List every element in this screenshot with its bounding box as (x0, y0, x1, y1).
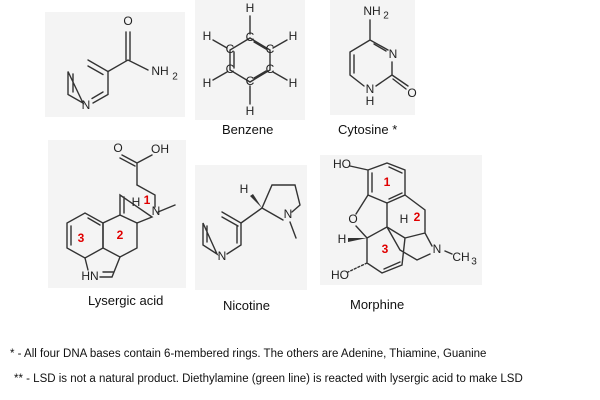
atom-nitrogen: N (433, 242, 442, 256)
benzene-label: Benzene (222, 122, 274, 137)
atom-carbon: C (226, 42, 235, 56)
atom-methyl: CH (452, 250, 469, 264)
nicotine-structure: H N N (202, 182, 301, 263)
atom-hydrogen: H (246, 104, 255, 118)
atom-hydroxyl: OH (151, 142, 169, 156)
atom-nitrogen: N (389, 47, 398, 61)
atom-carbon: C (266, 62, 275, 76)
nicotinamide-panel (45, 12, 185, 117)
atom-oxygen: O (407, 86, 416, 100)
atom-hydrogen: H (338, 232, 347, 246)
morphine-label: Morphine (350, 297, 405, 312)
atom-carbon: C (226, 62, 235, 76)
ring-number-3: 3 (382, 242, 389, 256)
atom-hydroxyl: HO (331, 268, 349, 282)
nicotinamide-structure: O NH 2 N (67, 14, 178, 112)
lysergic-acid-label: Lysergic acid (88, 293, 164, 308)
ring-number-1: 1 (384, 175, 391, 189)
atom-hydrogen: H (132, 195, 141, 209)
atom-oxygen: O (113, 141, 122, 155)
atom-oxygen: O (348, 212, 357, 226)
footnote-lsd: ** - LSD is not a natural product. Dieth… (14, 373, 523, 385)
benzene-structure: C C C C C C H H H H H H (203, 1, 298, 118)
atom-oxygen: O (123, 14, 132, 28)
ring-number-2: 2 (117, 228, 124, 242)
atom-hydrogen: H (289, 76, 298, 90)
footnote-dna-bases: * - All four DNA bases contain 6-membere… (10, 348, 487, 360)
atom-subscript: 3 (471, 257, 477, 268)
atom-amine: NH (363, 4, 380, 18)
atom-subscript: 2 (383, 11, 389, 22)
morphine-structure: HO O H HO H N CH 3 1 2 3 (331, 157, 477, 282)
atom-carbon: C (246, 74, 255, 88)
atom-carbon: C (266, 42, 275, 56)
ring-number-2: 2 (414, 210, 421, 224)
atom-hydrogen: H (203, 76, 212, 90)
morphine-panel (320, 155, 482, 285)
cytosine-label: Cytosine * (338, 122, 398, 137)
atom-hydrogen: H (203, 29, 212, 43)
ring-number-3: 3 (78, 231, 85, 245)
atom-nitrogen: N (366, 82, 375, 96)
ring-number-1: 1 (144, 193, 151, 207)
atom-nitrogen: N (82, 98, 91, 112)
atom-hydrogen: H (240, 182, 249, 196)
nicotine-panel (195, 165, 307, 290)
atom-hydrogen: H (366, 94, 375, 108)
nicotine-label: Nicotine (223, 298, 270, 313)
atom-hydrogen: H (289, 29, 298, 43)
atom-nitrogen: N (152, 204, 161, 218)
atom-hydrogen: H (400, 212, 409, 226)
cytosine-panel (330, 0, 415, 115)
atom-subscript: 2 (172, 72, 178, 83)
lysergic-acid-structure: O OH H N HN 1 2 3 (66, 141, 176, 283)
atom-hydroxyl: HO (333, 157, 351, 171)
atom-indole-nh: HN (81, 269, 98, 283)
atom-carbon: C (246, 30, 255, 44)
cytosine-structure: NH 2 N N H O (349, 4, 417, 108)
atom-nitrogen: N (218, 249, 227, 263)
atom-hydrogen: H (246, 1, 255, 15)
atom-amine: NH (151, 64, 168, 78)
atom-nitrogen: N (284, 207, 293, 221)
